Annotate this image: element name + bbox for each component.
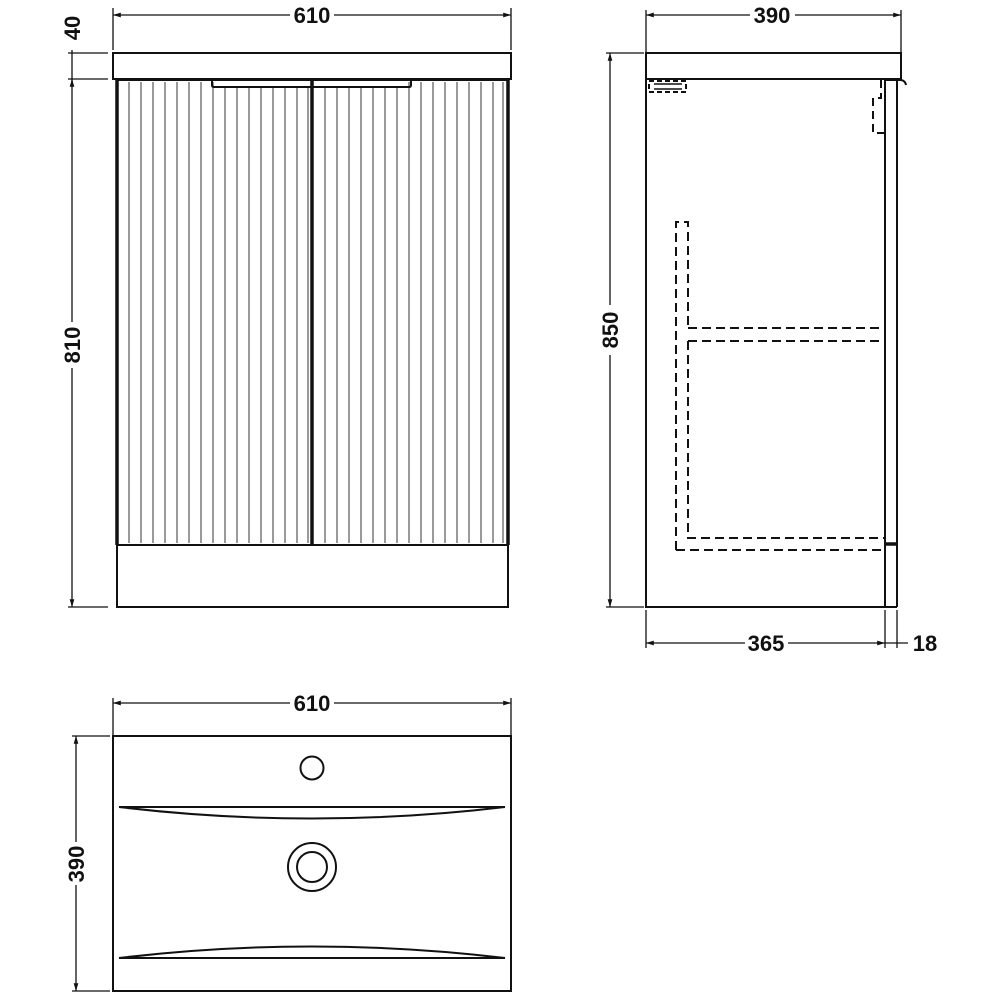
overflow-slot	[654, 83, 682, 90]
tap-hole	[299, 755, 325, 781]
door-top-lip	[885, 79, 907, 86]
door-thickness-label: 18	[913, 631, 937, 656]
top-view: 610 390	[64, 691, 512, 992]
top-depth-label: 390	[64, 846, 89, 883]
basin-outline	[112, 735, 512, 992]
hinge-hidden	[872, 80, 884, 134]
front-view: 610 40 810	[60, 3, 512, 608]
side-countertop	[645, 52, 902, 80]
side-height-dimension: 850	[598, 52, 644, 608]
left-door-grooves	[128, 82, 309, 543]
top-depth-dimension: 390	[64, 735, 110, 992]
carcass-base-hidden	[676, 341, 884, 551]
side-view: 390 850	[598, 3, 937, 656]
handle-recess	[211, 80, 412, 88]
countertop	[112, 52, 512, 80]
basin-back-edge	[118, 806, 506, 820]
side-height-label: 850	[598, 312, 623, 349]
waste-inner-ring	[296, 851, 328, 883]
side-bottom-dimensions: 365 18	[645, 610, 937, 656]
front-width-dimension: 610	[112, 3, 512, 50]
side-depth-label: 390	[754, 3, 791, 28]
right-door-grooves	[324, 82, 504, 543]
side-depth-dimension: 390	[645, 3, 902, 52]
top-width-label: 610	[294, 691, 331, 716]
waste-outer-ring	[287, 842, 337, 892]
overflow-fitting-hidden	[648, 80, 687, 93]
basin-front-edge	[118, 945, 506, 959]
front-width-label: 610	[294, 3, 331, 28]
front-top-height-label: 40	[60, 16, 85, 40]
front-body-height-dimension: 810	[60, 79, 108, 608]
side-carcass	[645, 79, 897, 608]
carcass-depth-label: 365	[748, 631, 785, 656]
front-top-height-dimension: 40	[60, 16, 108, 82]
top-width-dimension: 610	[112, 691, 512, 735]
front-body-height-label: 810	[60, 327, 85, 364]
shelf-hidden	[688, 327, 884, 342]
internal-side-panel-hidden	[675, 221, 689, 550]
